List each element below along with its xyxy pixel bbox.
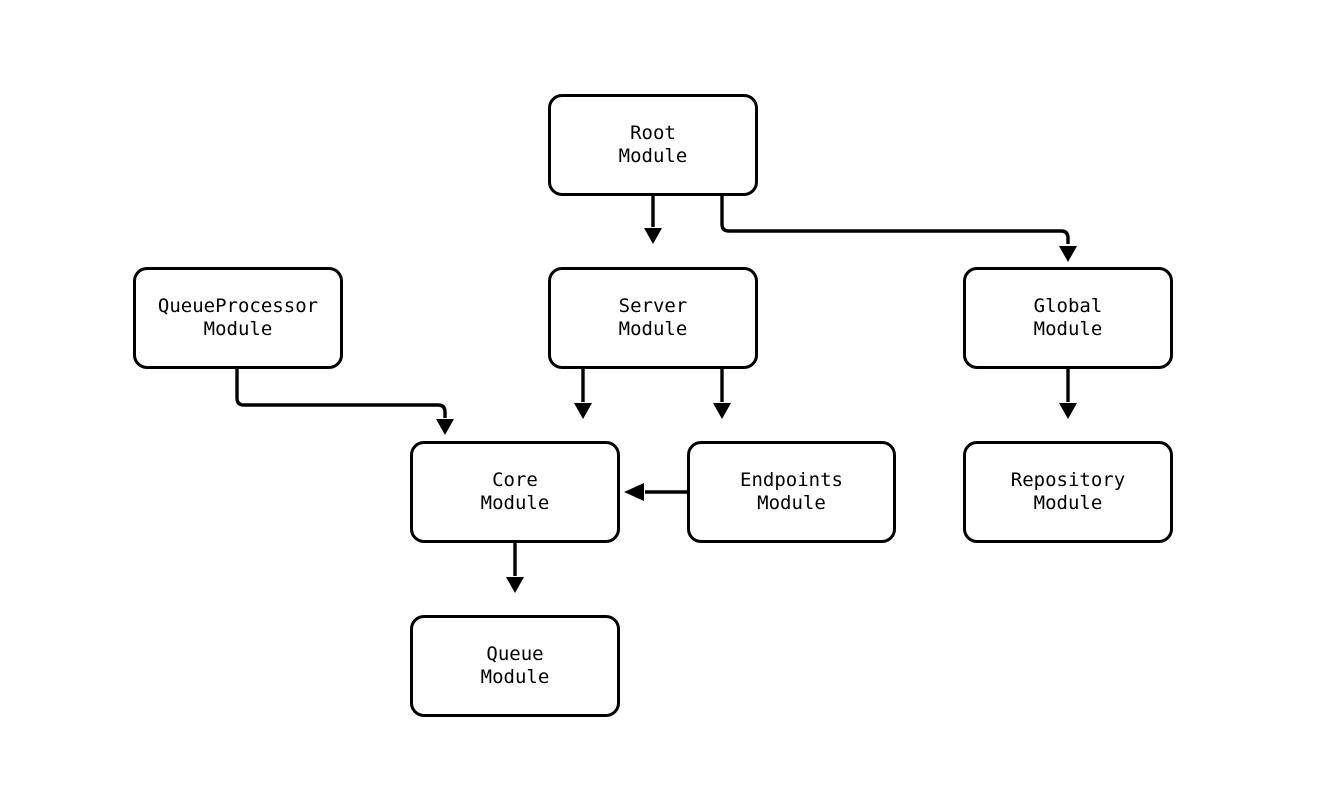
node-queue-module-line2: Module <box>480 666 550 688</box>
edge-global-to-repository <box>1059 369 1077 419</box>
edge-root-to-global <box>720 196 1077 262</box>
edge-root-to-server <box>644 196 662 244</box>
node-root-module-line1: Root <box>630 122 676 144</box>
node-core-module-line1: Core <box>492 469 538 491</box>
node-endpoints-module-line1: Endpoints <box>740 469 843 491</box>
node-repository-module-line1: Repository <box>1010 469 1126 491</box>
edge-queueprocessor-to-core <box>235 369 454 435</box>
node-endpoints-module[interactable]: Endpoints Module <box>687 441 896 543</box>
edge-server-to-core <box>574 369 592 419</box>
node-core-module-line2: Module <box>480 492 550 514</box>
node-root-module-line2: Module <box>618 145 688 167</box>
node-repository-module-line2: Module <box>1033 492 1103 514</box>
node-queue-module-line1: Queue <box>486 643 544 665</box>
node-endpoints-module-line2: Module <box>757 492 826 514</box>
node-queueprocessor-module-line1: QueueProcessor <box>157 295 319 317</box>
edge-endpoints-to-core <box>624 483 687 501</box>
node-global-module-line1: Global <box>1033 295 1103 317</box>
node-global-module[interactable]: Global Module <box>963 267 1173 369</box>
node-queueprocessor-module[interactable]: QueueProcessor Module <box>133 267 343 369</box>
node-queue-module[interactable]: Queue Module <box>410 615 620 717</box>
node-server-module-line2: Module <box>618 318 688 340</box>
node-repository-module[interactable]: Repository Module <box>963 441 1173 543</box>
node-queueprocessor-module-line2: Module <box>203 318 273 340</box>
node-server-module-line1: Server <box>618 295 688 317</box>
edge-core-to-queue <box>506 543 524 593</box>
node-root-module[interactable]: Root Module <box>548 94 758 196</box>
node-core-module[interactable]: Core Module <box>410 441 620 543</box>
edge-server-to-endpoints <box>713 369 731 419</box>
node-server-module[interactable]: Server Module <box>548 267 758 369</box>
node-global-module-line2: Module <box>1033 318 1103 340</box>
